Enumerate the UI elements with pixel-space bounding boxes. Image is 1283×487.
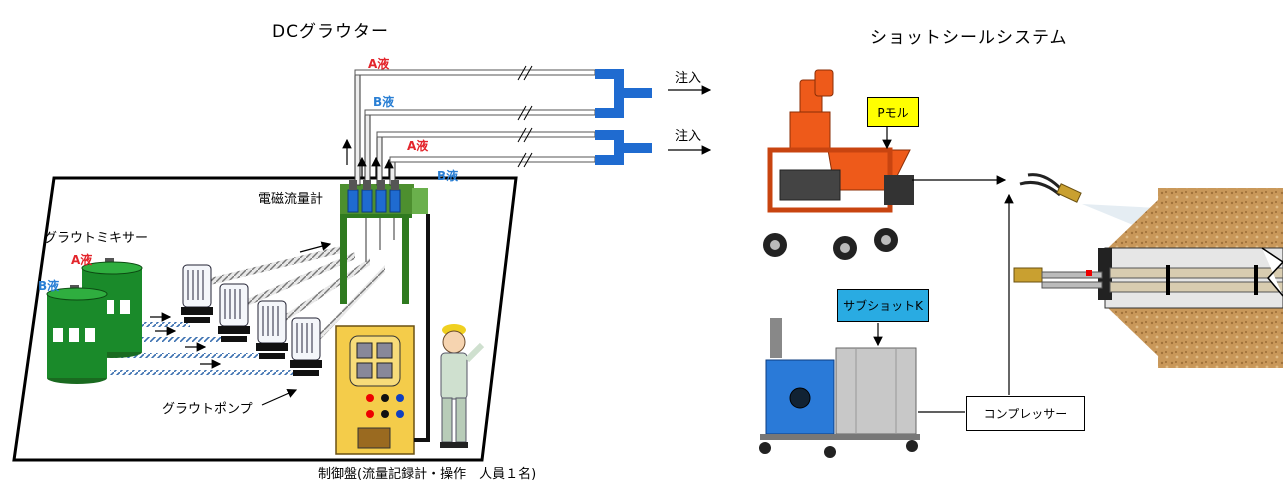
distributor-upper bbox=[595, 69, 652, 118]
grout-pump bbox=[181, 264, 213, 323]
injection-hoses bbox=[354, 69, 596, 163]
mixer-label: グラウトミキサー bbox=[44, 231, 149, 246]
control-panel bbox=[335, 325, 415, 455]
subshot-machine bbox=[759, 318, 920, 458]
injection-rod bbox=[1013, 267, 1103, 289]
hose-arrow bbox=[299, 241, 332, 253]
riser-arrows bbox=[342, 138, 394, 178]
injection-label-lower: 注入 bbox=[675, 129, 702, 144]
injection-label-upper: 注入 bbox=[675, 71, 702, 86]
dc-grouter-title: DCグラウター bbox=[272, 22, 389, 42]
label-a-liquid-top: A液 bbox=[368, 57, 390, 71]
subshot-label: サブショットK bbox=[843, 299, 923, 313]
pump-label: グラウトポンプ bbox=[162, 402, 253, 417]
flowmeters bbox=[347, 180, 401, 213]
label-b-liquid-top: B液 bbox=[373, 95, 395, 109]
hose-break-marks bbox=[517, 65, 533, 168]
grout-pump bbox=[218, 283, 250, 342]
frame-hoses bbox=[365, 218, 395, 262]
grout-pumps bbox=[181, 264, 322, 376]
pmol-label: Pモル bbox=[877, 105, 909, 120]
subshot-label-box: サブショットK bbox=[837, 289, 929, 322]
grout-pump bbox=[290, 317, 322, 376]
pmol-machine bbox=[763, 69, 914, 260]
injection-arrows bbox=[668, 85, 712, 155]
label-b-liquid-mixer: B液 bbox=[38, 279, 60, 293]
pmol-label-box: Pモル bbox=[867, 97, 919, 127]
worker-figure bbox=[440, 324, 485, 448]
control-cable-base bbox=[414, 438, 430, 442]
compressor-label: コンプレッサー bbox=[983, 407, 1068, 421]
mixer-hoses bbox=[110, 322, 300, 375]
shot-seal-title: ショットシールシステム bbox=[870, 28, 1068, 48]
distributor-lower bbox=[595, 130, 652, 165]
grout-pump bbox=[256, 300, 288, 359]
casing-pipe bbox=[1098, 247, 1283, 309]
control-cable bbox=[426, 214, 430, 442]
compressor-label-box: コンプレッサー bbox=[966, 396, 1085, 431]
label-a-liquid-mixer: A液 bbox=[71, 253, 93, 267]
mixer-flow-arrows bbox=[150, 312, 222, 369]
label-a-liquid-mid: A液 bbox=[407, 139, 429, 153]
pump-hoses bbox=[210, 245, 385, 345]
flowmeter-label: 電磁流量計 bbox=[258, 192, 324, 207]
grout-mixer-b bbox=[46, 285, 108, 384]
control-panel-label: 制御盤(流量記録計・操作 人員１名) bbox=[318, 467, 537, 482]
label-b-liquid-mid: B液 bbox=[437, 169, 459, 183]
pump-label-arrow bbox=[261, 388, 298, 406]
soil-section bbox=[1108, 188, 1283, 368]
